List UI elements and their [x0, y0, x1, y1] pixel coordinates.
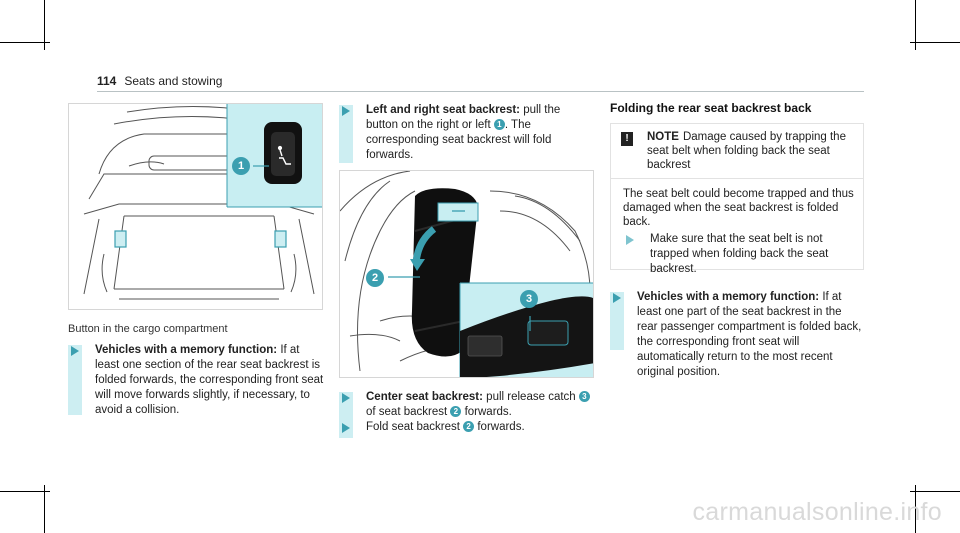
step-text: Center seat backrest: pull release catch… — [366, 390, 595, 420]
page-number: 114 — [97, 74, 117, 88]
crop-mark — [0, 491, 50, 492]
callout-2: 2 — [366, 269, 384, 287]
page-header: 114 Seats and stowing — [97, 74, 222, 88]
step-arrow-icon — [342, 106, 350, 116]
crop-mark — [910, 42, 960, 43]
warning-icon: ! — [621, 132, 633, 146]
note-step-text: Make sure that the seat belt is not trap… — [650, 233, 829, 275]
step-bar — [339, 105, 353, 163]
step-text: Left and right seat backrest: pull the b… — [366, 104, 561, 161]
fold-backrest-step: Fold seat backrest 2 forwards. — [339, 420, 595, 438]
crop-mark — [44, 0, 45, 50]
step-text: Vehicles with a memory function: If at l… — [95, 344, 324, 416]
callout-1: 1 — [232, 157, 250, 175]
section-title: Folding the rear seat backrest back — [610, 101, 812, 115]
ref-number: 3 — [578, 391, 590, 402]
cargo-illustration — [83, 104, 322, 300]
step-text: Vehicles with a memory function: If at l… — [637, 291, 862, 378]
ref-number: 1 — [493, 119, 505, 130]
figure-caption: Button in the cargo compartment — [68, 323, 228, 335]
callout-3: 3 — [520, 290, 538, 308]
step-arrow-icon — [626, 235, 634, 245]
step-arrow-icon — [613, 293, 621, 303]
crop-mark — [44, 485, 45, 533]
step-text: Fold seat backrest 2 forwards. — [366, 421, 525, 433]
seat-backrest-figure: 2 3 — [339, 170, 594, 378]
crop-mark — [915, 0, 916, 50]
crop-mark — [0, 42, 50, 43]
cargo-compartment-figure: 1 — [68, 103, 323, 310]
step-arrow-icon — [342, 423, 350, 433]
note-body: The seat belt could become trapped and t… — [623, 188, 854, 228]
step-bar — [68, 345, 82, 415]
ref-number: 2 — [450, 406, 462, 417]
note-step: Make sure that the seat belt is not trap… — [623, 232, 859, 275]
header-rule — [97, 91, 864, 92]
chapter-title: Seats and stowing — [124, 74, 223, 88]
memory-return-step: Vehicles with a memory function: If at l… — [610, 290, 864, 378]
step-arrow-icon — [71, 346, 79, 356]
crop-mark — [915, 485, 916, 533]
watermark: carmanualsonline.info — [692, 498, 942, 526]
left-right-backrest-step: Left and right seat backrest: pull the b… — [339, 103, 595, 163]
memory-function-step: Vehicles with a memory function: If at l… — [68, 343, 324, 416]
crop-mark — [910, 491, 960, 492]
center-backrest-step: Center seat backrest: pull release catch… — [339, 390, 595, 422]
ref-number: 2 — [463, 421, 475, 432]
step-arrow-icon — [342, 393, 350, 403]
seat-illustration — [340, 171, 593, 377]
step-bar — [610, 292, 624, 350]
